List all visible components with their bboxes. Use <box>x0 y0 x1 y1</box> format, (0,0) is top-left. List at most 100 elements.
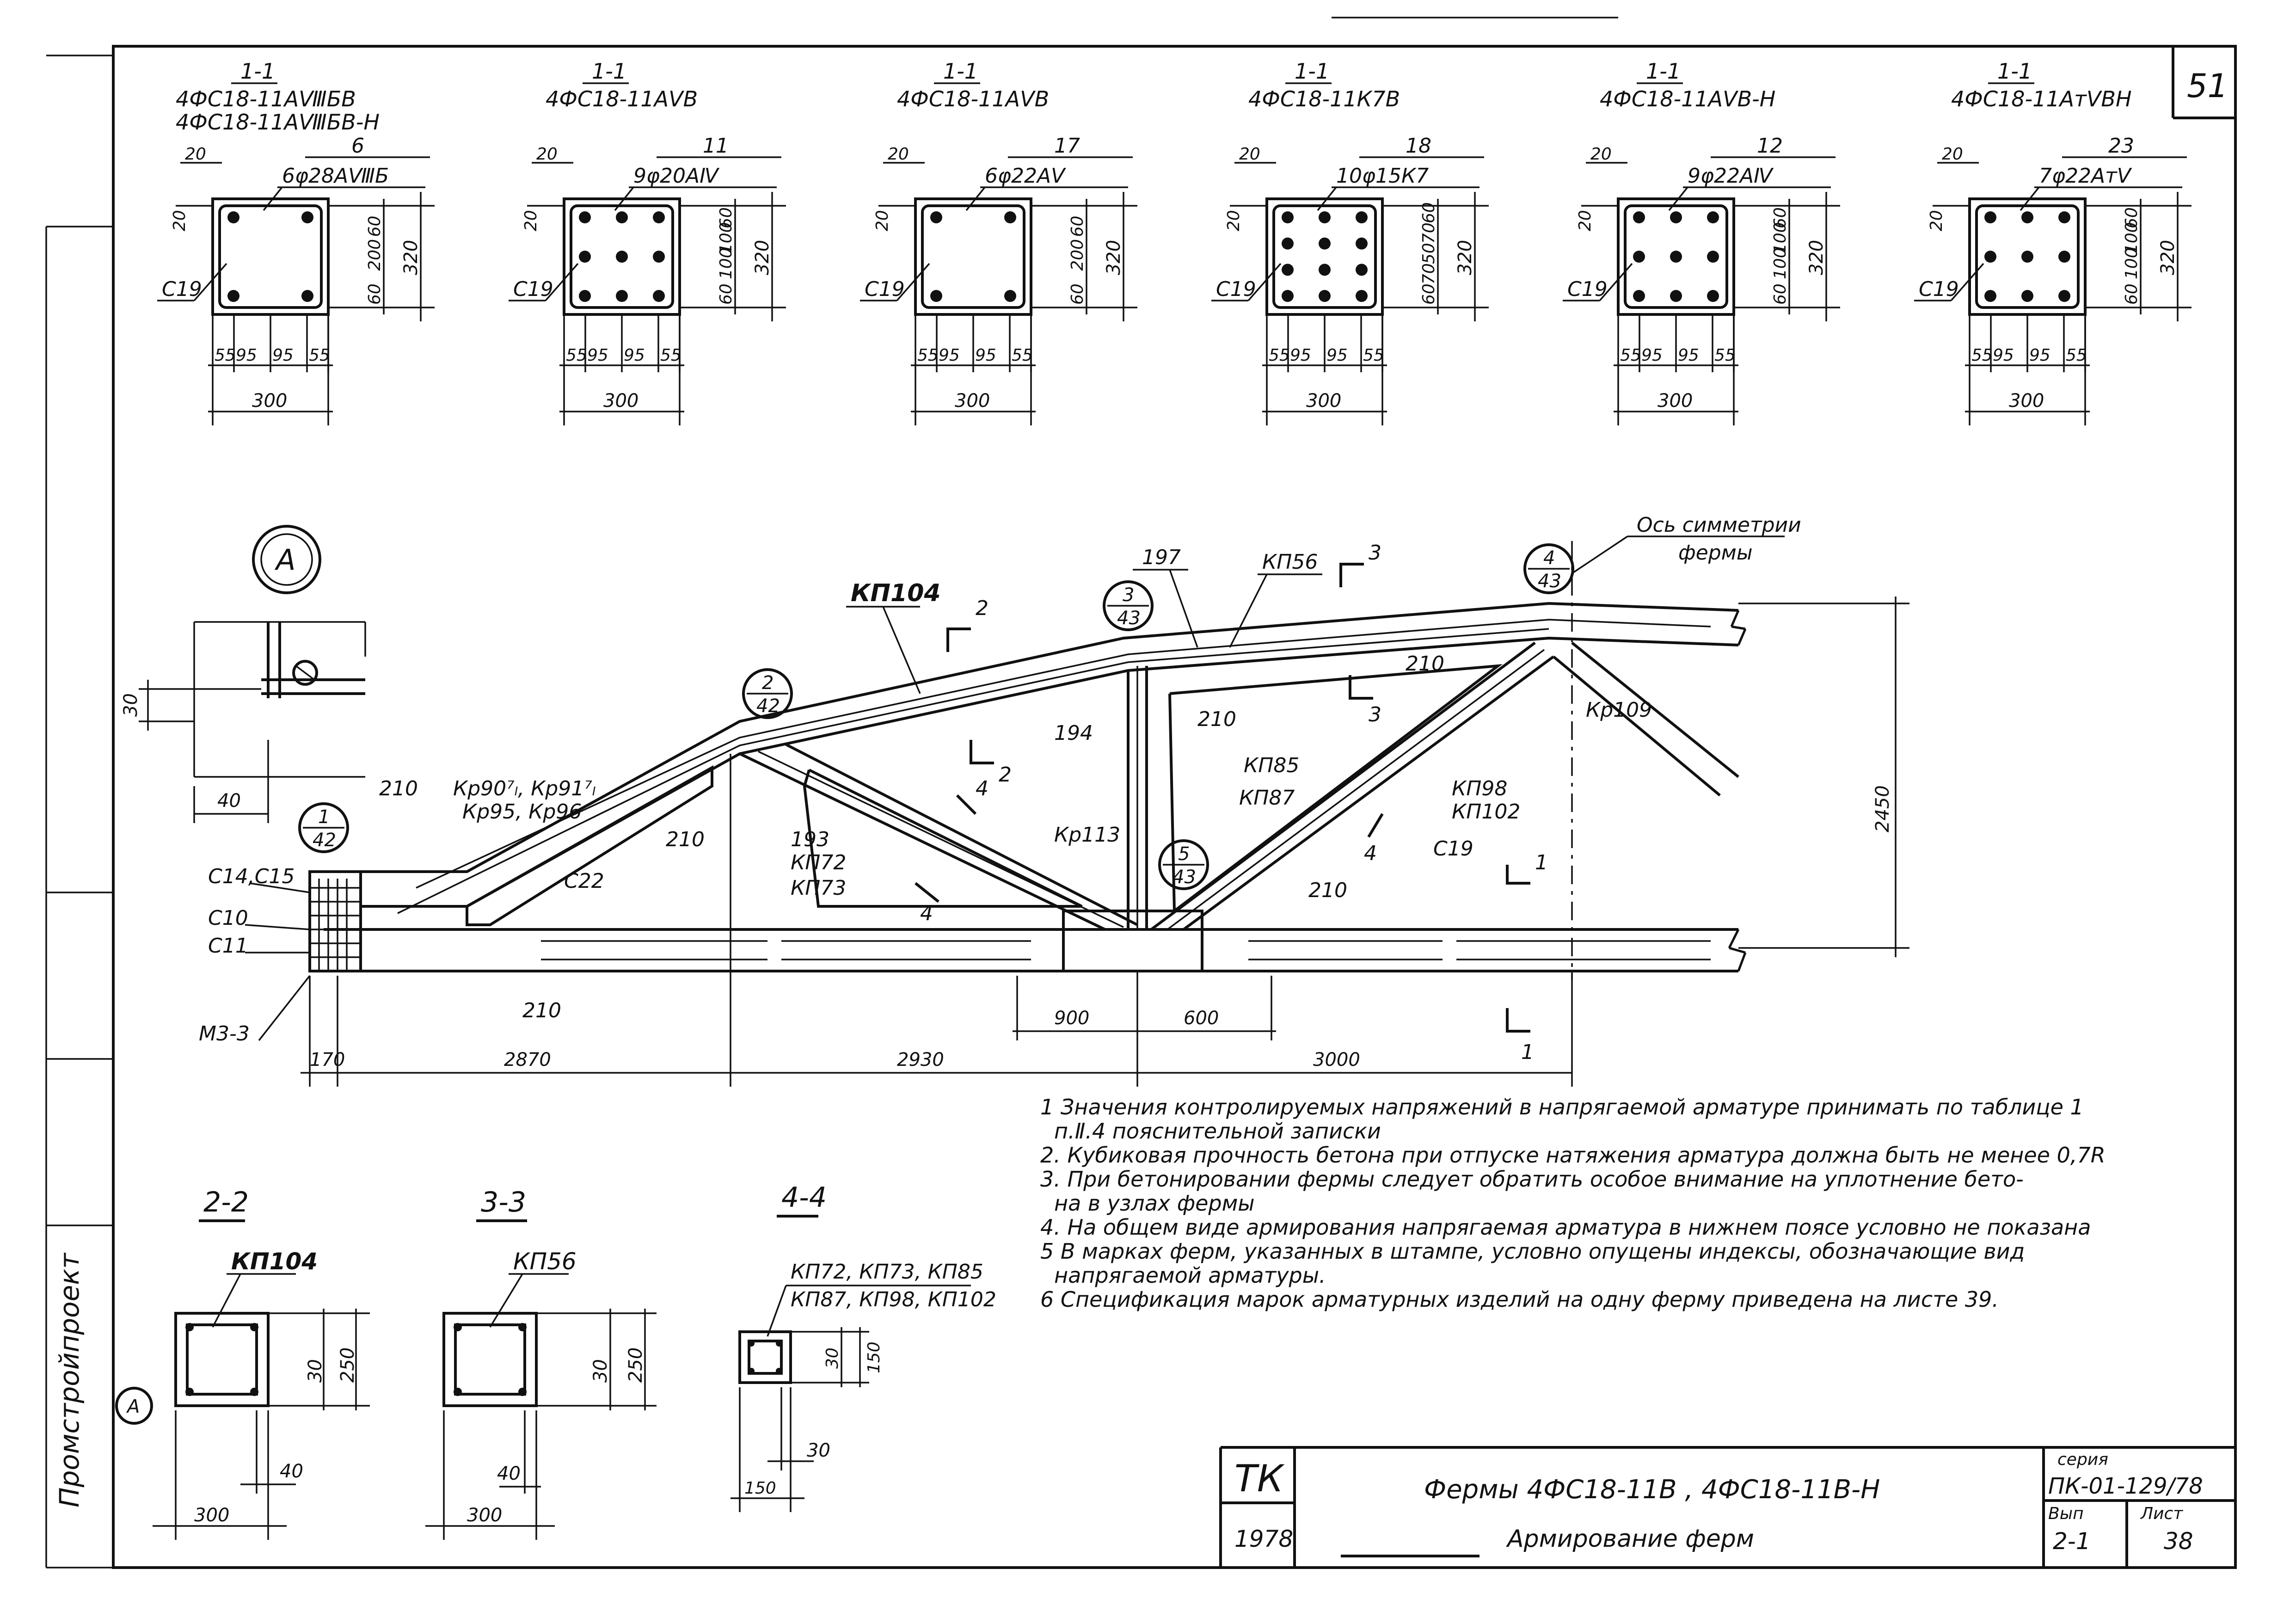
section-mark: 4ФС18-11АтⅤВН <box>1951 86 2132 111</box>
notes-block: 1 Значения контролируемых напряжений в н… <box>1040 1095 2106 1312</box>
section-cut-label: 1-1 <box>240 59 275 84</box>
issue-value: 2-1 <box>2053 1528 2091 1555</box>
section-left-cover: 20 <box>522 210 540 231</box>
section-dim-h: 55 <box>1363 346 1384 365</box>
mark-n210-f: 210 <box>522 999 561 1022</box>
mark-kr90: Кр90⁷ₗ, Кр91⁷ₗ <box>453 777 595 800</box>
section-bars: 7φ22АтⅤ <box>2039 164 2132 188</box>
mark-c19: С19 <box>1433 837 1473 861</box>
mark-n210-c: 210 <box>666 828 705 851</box>
height-dim: 2450 <box>1872 785 1893 832</box>
mark-kp56: КП56 <box>1262 550 1318 574</box>
section-cut-label: 1-1 <box>943 59 978 84</box>
section-dim-v: 70 <box>1419 263 1438 284</box>
mark-n194: 194 <box>1054 721 1093 745</box>
section-height: 320 <box>752 240 773 275</box>
section-dim-h: 95 <box>236 346 257 365</box>
section-mark: 4ФС18-11АⅤВ <box>546 86 698 111</box>
section-3-3-dim-h1: 40 <box>497 1463 521 1484</box>
section-bars: 9φ20АⅣ <box>633 164 720 188</box>
section-left-cover: 20 <box>1576 210 1595 231</box>
section-dim-h: 95 <box>272 346 294 365</box>
mark-kp102: КП102 <box>1452 800 1520 824</box>
section-dim-h: 55 <box>1971 346 1993 365</box>
mark-c11: С11 <box>208 934 248 958</box>
node-callout: 543 <box>1158 839 1209 890</box>
span-dim-2930: 2930 <box>897 1049 944 1070</box>
section-dim-v: 60 <box>717 207 736 228</box>
section-4-4-title: 4-4 <box>781 1181 827 1214</box>
section-2-2-dim-v1: 30 <box>305 1359 326 1383</box>
section-2-2-mark: КП104 <box>231 1248 318 1275</box>
node-callout: 343 <box>1103 580 1154 631</box>
section-pos: 12 <box>1757 134 1783 158</box>
section-2-2-dim-h1: 40 <box>280 1461 303 1482</box>
node-a-dim-v: 30 <box>120 693 141 717</box>
small-sections: 2-2 КП104 30 250 40 300 А 3-3 КП56 <box>115 1181 996 1540</box>
section-dim-v: 60 <box>1419 202 1438 223</box>
node-callout-bottom: 43 <box>1538 571 1561 592</box>
section-3-3-title: 3-3 <box>481 1186 526 1218</box>
section-dim-h: 55 <box>566 346 587 365</box>
note-line: 4. На общем виде армирования напрягаемая… <box>1040 1215 2091 1240</box>
section-dim-v: 100 <box>2122 222 2141 254</box>
section-left-cover: 20 <box>170 210 189 231</box>
section-mark: 4ФС18-11К7В <box>1248 86 1400 111</box>
section-dim-v: 100 <box>1771 247 1790 279</box>
section-width: 300 <box>2009 390 2044 412</box>
section-height: 320 <box>1806 240 1827 275</box>
section-clamp: С19 <box>1919 277 1959 301</box>
note-line: напрягаемой арматуры. <box>1054 1263 1326 1288</box>
symmetry-label-2: фермы <box>1678 541 1753 565</box>
section-cut-label: 1-1 <box>1646 59 1681 84</box>
node-callout: 242 <box>742 668 793 719</box>
note-line: 2. Кубиковая прочность бетона при отпуск… <box>1040 1143 2106 1168</box>
series-value: ПК-01-129/78 <box>2048 1473 2203 1499</box>
section-mark: 4ФС18-11АⅧБВ <box>176 86 356 111</box>
truss-labels: Ось симметрии фермы КП104 КП56 197 210 2… <box>199 513 1909 1087</box>
section-top-cover: 20 <box>1942 145 1963 164</box>
section-pos: 17 <box>1054 134 1080 158</box>
section-dim-h: 95 <box>624 346 645 365</box>
end-block-mesh <box>310 879 361 971</box>
mark-m3: М3-3 <box>199 1022 250 1046</box>
mark-kp72: КП72 <box>791 851 846 874</box>
section-2-2-title: 2-2 <box>203 1186 249 1218</box>
mark-kr109: Кр109 <box>1586 698 1652 722</box>
node-callout-bottom: 43 <box>1173 867 1196 888</box>
section-dim-h: 55 <box>917 346 939 365</box>
section-dim-h: 95 <box>2029 346 2050 365</box>
section-dim-v: 60 <box>717 283 736 305</box>
mark-n197: 197 <box>1142 546 1181 569</box>
node-callout: 142 <box>298 802 349 853</box>
section-clamp: С19 <box>513 277 553 301</box>
note-line: 5 В марках ферм, указанных в штампе, усл… <box>1040 1239 2025 1264</box>
section-pos: 11 <box>703 134 729 158</box>
section-dim-h: 55 <box>2066 346 2087 365</box>
mark-kp73: КП73 <box>791 876 846 900</box>
note-line: 3. При бетонировании фермы следует обрат… <box>1040 1167 2024 1192</box>
section-dim-v: 60 <box>365 216 384 237</box>
section-dim-h: 95 <box>587 346 608 365</box>
section-dim-v: 200 <box>1068 239 1087 271</box>
cut-3-b: 3 <box>1369 703 1381 726</box>
note-line: 1 Значения контролируемых напряжений в н… <box>1040 1095 2084 1120</box>
cut-4-c: 4 <box>1364 842 1377 865</box>
section-cut-label: 1-1 <box>1295 59 1329 84</box>
series-label: серия <box>2057 1450 2108 1469</box>
symmetry-label-1: Ось симметрии <box>1637 513 1801 537</box>
section-width: 300 <box>603 390 638 412</box>
section-dim-v: 200 <box>365 239 384 271</box>
mark-kr95: Кр95, Кр96 <box>462 800 582 824</box>
section-clamp: С19 <box>865 277 905 301</box>
section-left-cover: 20 <box>1927 210 1946 231</box>
section-width: 300 <box>1306 390 1341 412</box>
mark-n210-b: 210 <box>1197 707 1236 731</box>
sheet-value: 38 <box>2164 1528 2193 1555</box>
section-pos: 6 <box>351 134 364 158</box>
node-a-dim-h: 40 <box>217 790 241 812</box>
section-dim-h: 95 <box>1678 346 1699 365</box>
panel-dim-900: 900 <box>1054 1008 1089 1029</box>
